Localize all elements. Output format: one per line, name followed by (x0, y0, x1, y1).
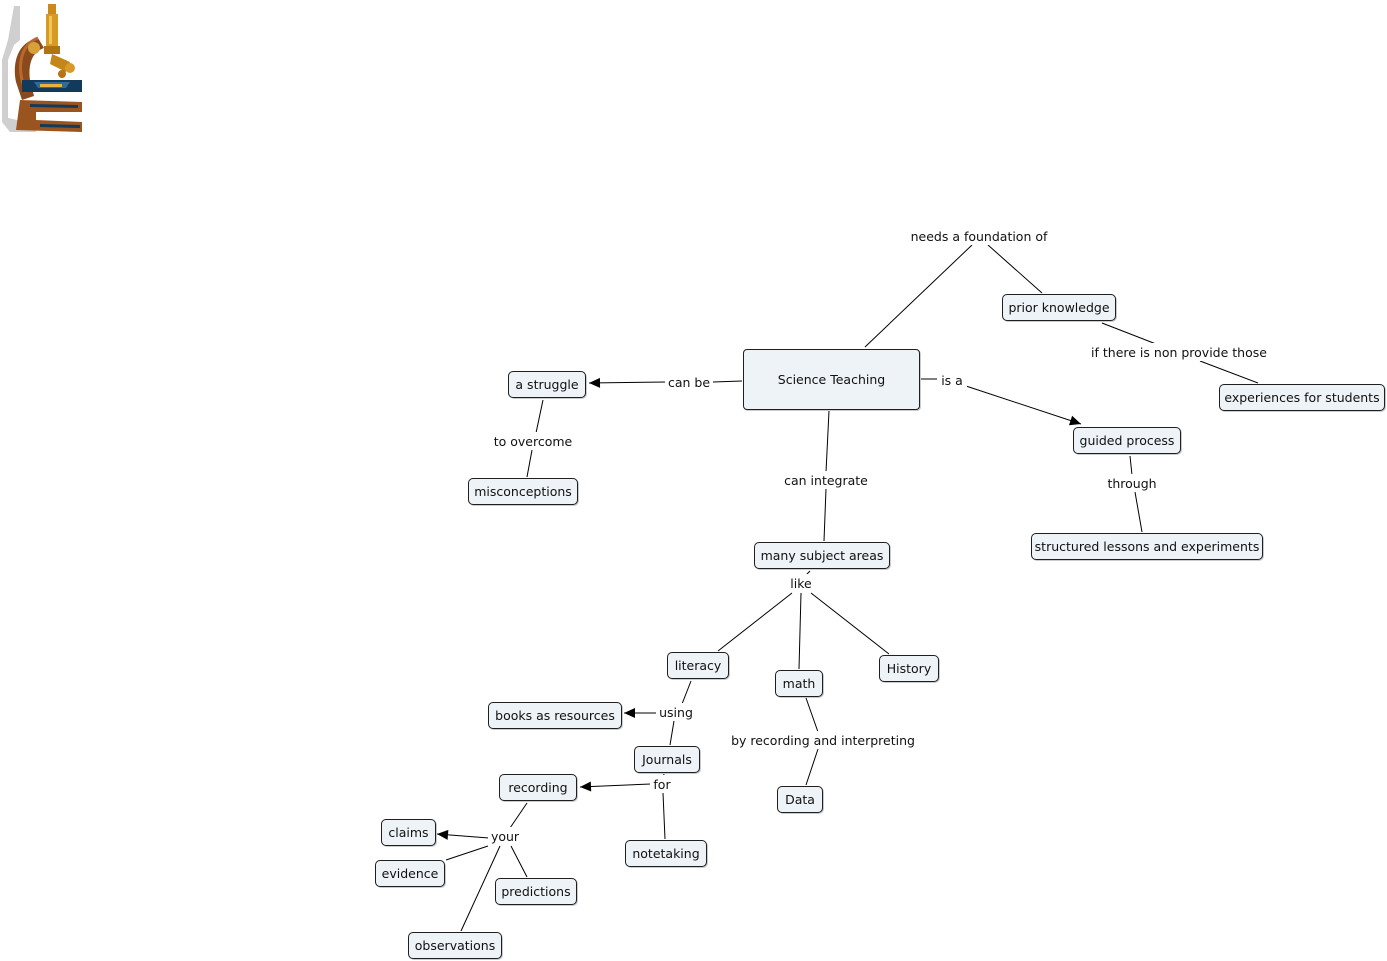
concept-claims[interactable]: claims (381, 819, 436, 846)
line-your-evidence (445, 845, 489, 861)
concept-data[interactable]: Data (777, 786, 823, 813)
line-using-journals (669, 720, 675, 746)
link-using[interactable]: using (656, 703, 696, 721)
link-if-there-is-non[interactable]: if there is non provide those (1090, 343, 1268, 361)
line-canbe-struggle-arrowhead (589, 377, 601, 388)
link-through[interactable]: through (1104, 474, 1160, 492)
line-like-math (798, 592, 802, 670)
link-your[interactable]: your (488, 827, 522, 845)
link-for[interactable]: for (650, 775, 674, 793)
link-can-be[interactable]: can be (665, 373, 713, 391)
concept-guided-process[interactable]: guided process (1073, 427, 1181, 454)
line-teaching-needs (864, 244, 973, 348)
line-your-observations (460, 845, 501, 932)
microscope-icon (2, 4, 82, 132)
concept-misconceptions[interactable]: misconceptions (468, 478, 578, 505)
line-guided-through (1129, 455, 1133, 476)
concept-journals[interactable]: Journals (634, 746, 700, 773)
concept-recording[interactable]: recording (499, 774, 577, 801)
line-literacy-using (681, 680, 692, 705)
concept-prior-knowledge[interactable]: prior knowledge (1002, 294, 1116, 321)
line-teaching-canbe (712, 380, 743, 383)
line-canintegrate-subjects (823, 488, 827, 542)
link-by-recording-and-interpreting[interactable]: by recording and interpreting (730, 731, 916, 749)
link-to-overcome[interactable]: to overcome (491, 432, 575, 450)
link-can-integrate[interactable]: can integrate (782, 471, 870, 489)
line-isa-guided (965, 385, 1082, 425)
concept-a-struggle[interactable]: a struggle (508, 371, 586, 398)
line-struggle-overcome (535, 399, 544, 434)
link-is-a[interactable]: is a (937, 371, 967, 389)
line-through-structured (1134, 491, 1143, 533)
line-math-byrecording (805, 697, 819, 733)
line-your-predictions (510, 845, 528, 878)
line-for-notetaking (662, 792, 666, 840)
concept-predictions[interactable]: predictions (495, 878, 577, 905)
concept-history[interactable]: History (879, 655, 939, 682)
link-needs-a-foundation-of[interactable]: needs a foundation of (908, 227, 1050, 245)
concept-science-teaching[interactable]: Science Teaching (743, 349, 920, 410)
concept-many-subject-areas[interactable]: many subject areas (754, 542, 890, 569)
concept-literacy[interactable]: literacy (667, 652, 729, 679)
concept-notetaking[interactable]: notetaking (625, 840, 707, 867)
line-canbe-struggle (588, 381, 668, 384)
line-recording-your (509, 802, 528, 829)
line-teaching-canintegrate (825, 410, 830, 473)
line-prior-ifthere (1101, 322, 1157, 345)
concept-evidence[interactable]: evidence (375, 860, 445, 887)
concept-books-as-resources[interactable]: books as resources (488, 702, 622, 729)
line-byrecording-data (805, 748, 819, 786)
concept-structured-lessons[interactable]: structured lessons and experiments (1031, 533, 1263, 560)
link-like[interactable]: like (786, 574, 816, 592)
line-using-books-arrowhead (624, 708, 635, 718)
line-needs-prior (987, 244, 1043, 294)
line-for-recording (579, 783, 652, 788)
line-overcome-misconceptions (526, 449, 533, 478)
line-your-claims-arrowhead (437, 829, 449, 840)
concept-experiences-for-students[interactable]: experiences for students (1219, 384, 1385, 411)
line-like-literacy (717, 592, 793, 652)
concept-observations[interactable]: observations (408, 932, 502, 959)
line-for-recording-arrowhead (580, 781, 592, 792)
line-ifthere-experiences (1199, 360, 1259, 384)
line-like-history (810, 592, 890, 655)
line-isa-guided-arrowhead (1068, 415, 1081, 426)
concept-math[interactable]: math (775, 670, 823, 697)
